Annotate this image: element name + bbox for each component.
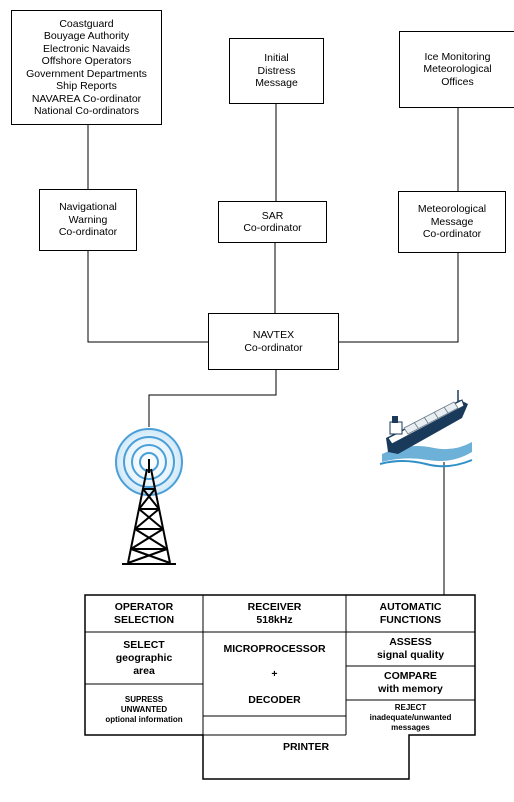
suppress-line-1: SUPRESS	[124, 694, 164, 704]
sar-line-1: SAR	[261, 209, 284, 222]
reject-sub-2: messages	[391, 722, 430, 732]
reject-messages-cell: REJECT inadequate/unwanted messages	[346, 700, 475, 735]
government-departments-label: Government Departments	[26, 67, 147, 80]
suppress-line-3: optional information	[105, 714, 183, 724]
ship-reports-label: Ship Reports	[56, 80, 117, 92]
printer-cell: PRINTER	[203, 735, 409, 759]
met-line-2: Message	[430, 215, 474, 228]
suppress-unwanted-cell: SUPRESS UNWANTED optional information	[85, 684, 203, 735]
suppress-line-2: UNWANTED	[120, 704, 168, 714]
reject-title: REJECT	[394, 702, 427, 712]
plus-label: +	[203, 665, 346, 683]
distress-line-3: Message	[255, 77, 298, 90]
operator-label: OPERATOR	[114, 600, 174, 613]
reject-sub-1: inadequate/unwanted	[369, 712, 452, 722]
met-line-3: Co-ordinator	[422, 228, 482, 241]
select-sub-2: area	[133, 664, 155, 677]
ice-line-2: Meteorological	[423, 63, 492, 76]
sar-line-2: Co-ordinator	[243, 222, 302, 234]
offshore-operators-label: Offshore Operators	[41, 55, 132, 67]
navtex-coordinator-box: NAVTEX Co-ordinator	[208, 313, 339, 370]
radio-tower-icon	[115, 428, 183, 565]
decoder-label: DECODER	[203, 691, 346, 709]
compare-title: COMPARE	[384, 670, 437, 682]
sar-coordinator-box: SAR Co-ordinator	[218, 201, 327, 243]
coastguard-sources-box: Coastguard Bouyage Authority Electronic …	[11, 10, 162, 125]
assess-title: ASSESS	[389, 636, 432, 648]
nav-line-2: Warning	[68, 213, 108, 226]
electronic-navaids-label: Electronic Navaids	[43, 42, 130, 55]
microprocessor-label: MICROPROCESSOR	[203, 640, 346, 658]
ice-monitoring-box: Ice Monitoring Meteorological Offices	[399, 31, 514, 108]
functions-label: FUNCTIONS	[379, 613, 442, 626]
compare-sub: with memory	[378, 683, 443, 695]
microprocessor-text: MICROPROCESSOR	[223, 642, 326, 655]
select-title: SELECT	[123, 638, 165, 651]
nav-line-1: Navigational	[59, 201, 117, 214]
navigational-warning-coordinator-box: Navigational Warning Co-ordinator	[39, 189, 137, 251]
navtex-line-2: Co-ordinator	[244, 341, 303, 354]
coastguard-label: Coastguard	[59, 17, 114, 30]
national-coordinators-label: National Co-ordinators	[33, 105, 140, 117]
automatic-label: AUTOMATIC	[379, 600, 442, 613]
ship-icon	[379, 390, 473, 468]
decoder-text: DECODER	[248, 693, 301, 706]
ice-line-1: Ice Monitoring	[424, 50, 491, 63]
assess-signal-cell: ASSESS signal quality	[346, 632, 475, 666]
plus-text: +	[271, 667, 278, 680]
compare-memory-cell: COMPARE with memory	[346, 666, 475, 700]
distress-line-1: Initial	[264, 52, 289, 65]
selection-label: SELECTION	[113, 613, 175, 626]
operator-selection-header: OPERATOR SELECTION	[85, 595, 203, 632]
ice-line-3: Offices	[441, 75, 474, 88]
select-sub-1: geographic	[115, 651, 173, 664]
navarea-coordinator-label: NAVAREA Co-ordinator	[31, 92, 142, 105]
receiver-header: RECEIVER 518kHz	[203, 595, 346, 632]
automatic-functions-header: AUTOMATIC FUNCTIONS	[346, 595, 475, 632]
nav-line-3: Co-ordinator	[58, 226, 118, 239]
met-line-1: Meteorological	[417, 203, 487, 216]
initial-distress-box: Initial Distress Message	[229, 38, 324, 104]
select-geographic-area-cell: SELECT geographic area	[85, 632, 203, 684]
printer-text: PRINTER	[282, 740, 330, 753]
distress-line-2: Distress	[257, 64, 296, 77]
frequency-label: 518kHz	[256, 613, 293, 626]
assess-sub: signal quality	[376, 649, 445, 661]
navtex-line-1: NAVTEX	[252, 329, 295, 341]
receiver-label: RECEIVER	[247, 600, 302, 613]
buoyage-authority-label: Bouyage Authority	[43, 30, 130, 42]
meteorological-coordinator-box: Meteorological Message Co-ordinator	[398, 191, 506, 253]
